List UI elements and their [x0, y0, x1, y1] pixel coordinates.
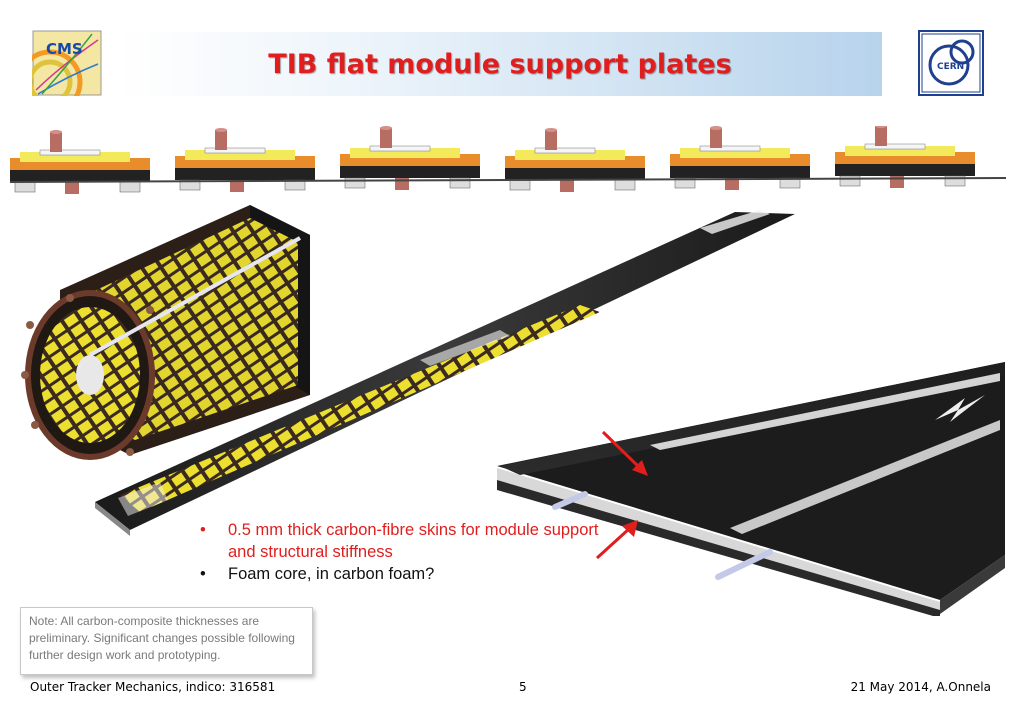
flat-plate-ladder-illustration: [95, 210, 795, 536]
footer-reference: Outer Tracker Mechanics, indico: 316581: [30, 680, 276, 694]
sandwich-panel-closeup: [497, 362, 1005, 616]
tib-barrel-illustration: [21, 205, 310, 460]
bullet-list: 0.5 mm thick carbon-fibre skins for modu…: [198, 519, 618, 585]
svg-text:CMS: CMS: [46, 40, 83, 58]
cern-logo: CERN: [918, 30, 984, 96]
slide-title: TIB flat module support plates: [268, 48, 732, 80]
main-figure: [21, 205, 1005, 616]
module-row-illustration: [10, 126, 1006, 194]
bullet-foam-core: Foam core, in carbon foam?: [198, 563, 618, 585]
svg-text:CERN: CERN: [937, 62, 964, 72]
title-banner: TIB flat module support plates: [118, 32, 882, 96]
preliminary-note: Note: All carbon-composite thicknesses a…: [20, 607, 313, 675]
cms-logo: CMS: [32, 30, 102, 96]
footer-date-author: 21 May 2014, A.Onnela: [850, 680, 991, 694]
bullet-skins: 0.5 mm thick carbon-fibre skins for modu…: [198, 519, 618, 563]
page-number: 5: [519, 680, 527, 694]
